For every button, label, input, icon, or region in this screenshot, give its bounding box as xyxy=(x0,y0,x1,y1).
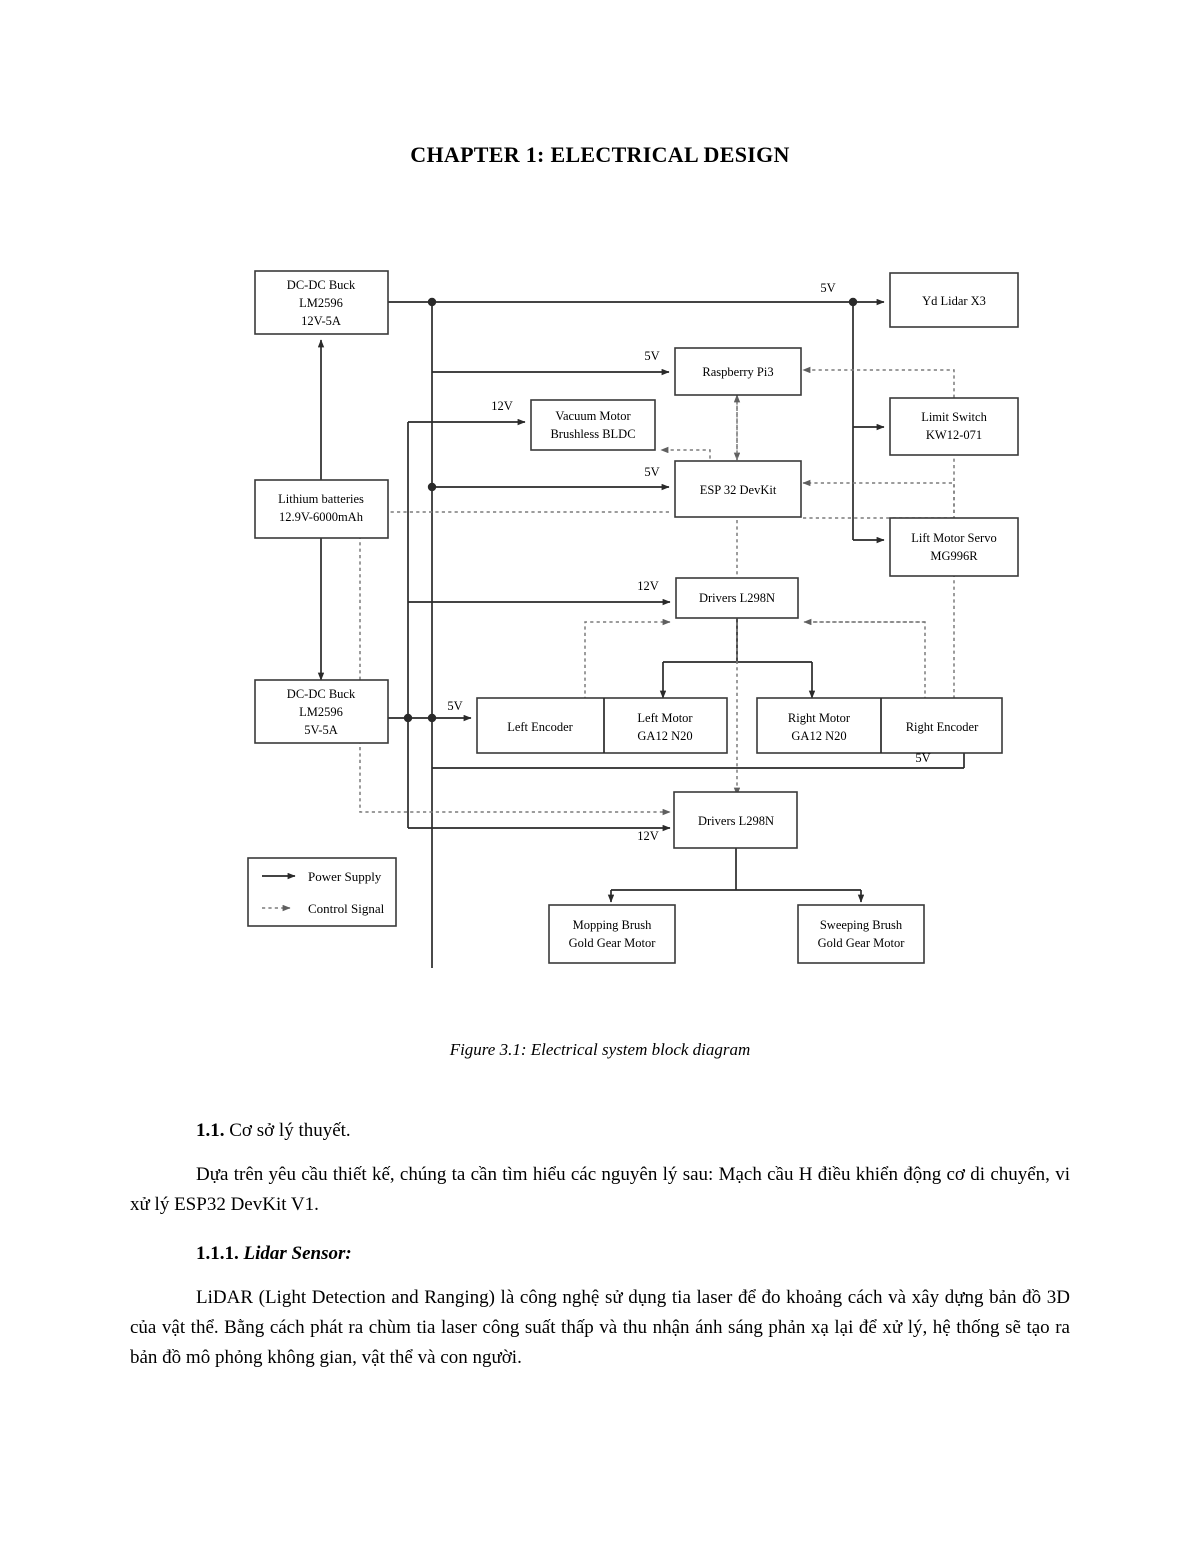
block-label: DC-DC Buck xyxy=(287,687,356,701)
block-limit-switch: Limit Switch KW12-071 xyxy=(889,397,1019,456)
block-label: MG996R xyxy=(930,549,978,563)
figure-caption: Figure 3.1: Electrical system block diag… xyxy=(449,1040,751,1059)
block-yd-lidar-x3: Yd Lidar X3 xyxy=(889,272,1019,328)
block-label: Yd Lidar X3 xyxy=(922,294,986,308)
legend-label-power-supply: Power Supply xyxy=(308,869,382,884)
voltage-label-left-encoder: 5V xyxy=(447,699,462,713)
block-label: Gold Gear Motor xyxy=(569,936,657,950)
block-dcdc-buck-12v: DC-DC Buck LM2596 12V-5A xyxy=(254,270,389,335)
block-lift-motor-servo: Lift Motor Servo MG996R xyxy=(889,517,1019,577)
section-title: Lidar Sensor: xyxy=(243,1243,352,1264)
block-label: Raspberry Pi3 xyxy=(702,365,773,379)
block-label: 12V-5A xyxy=(301,314,341,328)
block-label: Left Encoder xyxy=(507,720,573,734)
block-label: Vacuum Motor xyxy=(555,409,631,423)
voltage-label-lidar: 5V xyxy=(820,281,835,295)
section-heading-1-1: 1.1. Cơ sở lý thuyết. xyxy=(130,1120,1070,1142)
block-label: DC-DC Buck xyxy=(287,278,356,292)
voltage-label-vacuum: 12V xyxy=(491,399,513,413)
block-label: Mopping Brush xyxy=(573,918,653,932)
page-title: CHAPTER 1: ELECTRICAL DESIGN xyxy=(410,142,790,167)
block-label: LM2596 xyxy=(299,296,343,310)
voltage-label-esp32: 5V xyxy=(644,465,659,479)
block-label: Limit Switch xyxy=(921,410,987,424)
block-label: Drivers L298N xyxy=(699,591,775,605)
block-label: Sweeping Brush xyxy=(820,918,903,932)
diagram-legend: Power Supply Control Signal xyxy=(247,857,397,927)
block-vacuum-motor: Vacuum Motor Brushless BLDC xyxy=(530,399,656,451)
block-mopping-brush: Mopping Brush Gold Gear Motor xyxy=(548,904,676,964)
section-title: Cơ sở lý thuyết. xyxy=(229,1120,351,1141)
block-label: Lithium batteries xyxy=(278,492,364,506)
block-label: GA12 N20 xyxy=(791,729,846,743)
voltage-label-drivers-lower: 12V xyxy=(637,829,659,843)
block-label: 5V-5A xyxy=(304,723,338,737)
block-label: Right Encoder xyxy=(906,720,979,734)
block-label: Left Motor xyxy=(637,711,693,725)
block-dcdc-buck-5v: DC-DC Buck LM2596 5V-5A xyxy=(254,679,389,744)
block-drivers-l298n-upper: Drivers L298N xyxy=(675,577,799,619)
section-paragraph-1-1: Dựa trên yêu cầu thiết kế, chúng ta cần … xyxy=(130,1164,1070,1216)
block-label: Brushless BLDC xyxy=(550,427,635,441)
block-label: Right Motor xyxy=(788,711,851,725)
legend-label-control-signal: Control Signal xyxy=(308,901,385,916)
section-heading-1-1-1: 1.1.1. Lidar Sensor: xyxy=(130,1243,1070,1265)
block-label: Drivers L298N xyxy=(698,814,774,828)
block-label: 12.9V-6000mAh xyxy=(279,510,364,524)
block-right-motor-encoder: Right Motor GA12 N20 Right Encoder xyxy=(756,697,1003,754)
block-label: GA12 N20 xyxy=(637,729,692,743)
block-raspberry-pi3: Raspberry Pi3 xyxy=(674,347,802,396)
section-paragraph-1-1-1: LiDAR (Light Detection and Ranging) là c… xyxy=(130,1287,1070,1369)
block-sweeping-brush: Sweeping Brush Gold Gear Motor xyxy=(797,904,925,964)
block-drivers-l298n-lower: Drivers L298N xyxy=(673,791,798,849)
block-label: LM2596 xyxy=(299,705,343,719)
block-esp32-devkit: ESP 32 DevKit xyxy=(674,460,802,518)
block-label: KW12-071 xyxy=(926,428,982,442)
figure-block-diagram: DC-DC Buck LM2596 12V-5A Lithium batteri… xyxy=(0,250,1200,990)
section-number: 1.1. xyxy=(196,1120,225,1141)
electrical-block-diagram-svg: DC-DC Buck LM2596 12V-5A Lithium batteri… xyxy=(247,270,1019,968)
section-number: 1.1.1. xyxy=(196,1243,239,1264)
voltage-label-drivers-upper: 12V xyxy=(637,579,659,593)
block-lithium-batteries: Lithium batteries 12.9V-6000mAh xyxy=(254,479,389,539)
block-left-encoder-motor: Left Encoder Left Motor GA12 N20 xyxy=(476,697,728,754)
block-label: Gold Gear Motor xyxy=(818,936,906,950)
block-label: Lift Motor Servo xyxy=(911,531,996,545)
block-label: ESP 32 DevKit xyxy=(700,483,777,497)
voltage-label-right-encoder: 5V xyxy=(915,751,930,765)
voltage-label-raspberry: 5V xyxy=(644,349,659,363)
